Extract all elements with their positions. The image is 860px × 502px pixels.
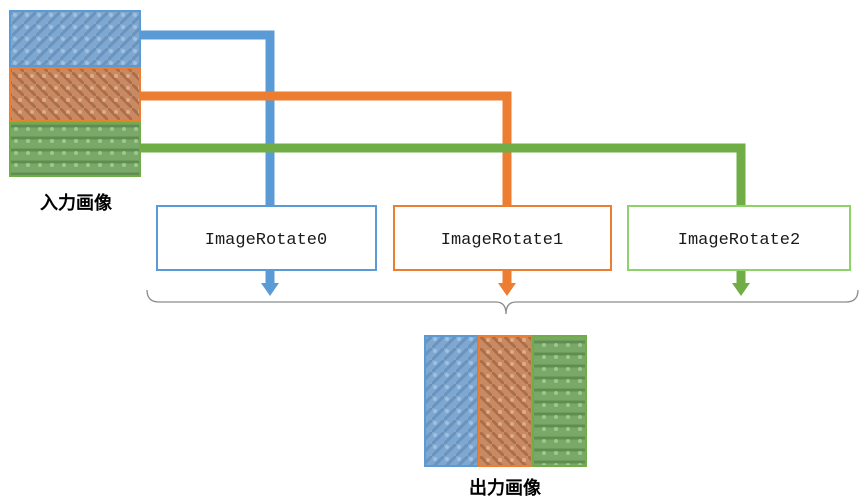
process-box-2-label: ImageRotate2 (678, 231, 800, 250)
output-strip-green (532, 335, 587, 467)
input-strip-orange (9, 67, 141, 122)
process-box-0-frame (156, 205, 377, 271)
merge-brace (146, 289, 859, 315)
output-strip-blue (424, 335, 479, 467)
connectors (140, 30, 746, 283)
connector-blue (140, 30, 275, 206)
connector-green (140, 143, 746, 206)
input-label: 入力画像 (40, 193, 113, 214)
arrow-head-blue (261, 283, 279, 296)
output-strip-orange (478, 335, 533, 467)
input-strip-green (9, 122, 141, 177)
arrow-head-green (732, 283, 750, 296)
process-box-1-frame (393, 205, 612, 271)
output-label: 出力画像 (469, 477, 542, 499)
input-strip-blue (9, 10, 141, 67)
process-box-0: ImageRotate0 (156, 205, 377, 271)
process-box-2-frame (627, 205, 851, 271)
process-box-1: ImageRotate1 (393, 205, 612, 271)
output-image (424, 335, 587, 467)
connector-orange (140, 91, 512, 206)
process-box-1-label: ImageRotate1 (441, 231, 563, 250)
process-box-0-label: ImageRotate0 (205, 231, 327, 250)
input-image (9, 10, 141, 177)
arrow-head-orange (498, 283, 516, 296)
process-box-2: ImageRotate2 (627, 205, 851, 271)
